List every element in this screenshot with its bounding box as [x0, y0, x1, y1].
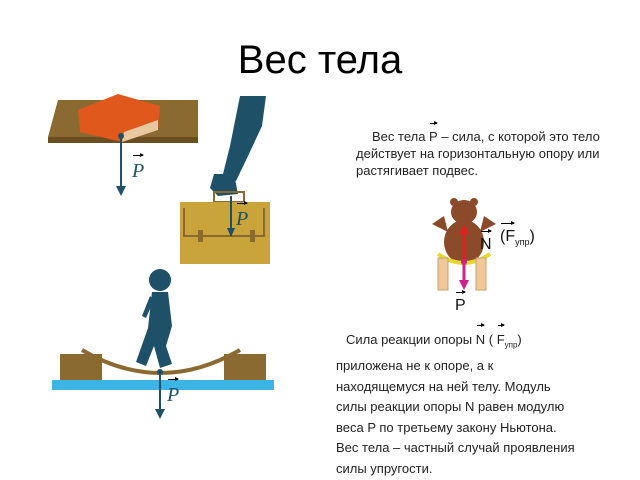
- reaction-line-6: Вес тела – частный случай проявления: [336, 440, 575, 456]
- bridge-weight-label: P: [167, 377, 180, 406]
- reaction-line-7: силы упругости.: [336, 460, 433, 476]
- normal-force-label: N: [480, 229, 492, 253]
- reaction-line-3: находящемуся на ней телу. Модуль: [336, 378, 551, 394]
- bear-illustration: [432, 198, 496, 291]
- reaction-line-2: приложена не к опоре, а к: [336, 358, 494, 374]
- elastic-force-label: (Fупр): [500, 221, 535, 248]
- reaction-force-text: Сила реакции опоры N ( Fупр) приложена н…: [336, 323, 616, 479]
- reaction-line-4: силы реакции опоры N равен модулю: [336, 399, 565, 415]
- bag-arm-illustration: [180, 96, 270, 264]
- bear-weight-label: P: [455, 290, 466, 314]
- bag-weight-label: P: [236, 201, 249, 230]
- book-weight-label: P: [132, 153, 145, 182]
- bridge-illustration: [52, 269, 274, 419]
- weight-definition: Вес тела P – сила, с которой это тело де…: [356, 121, 600, 178]
- book-table-illustration: [48, 94, 198, 196]
- reaction-line-1: Сила реакции опоры N ( Fупр): [346, 323, 522, 350]
- vector-p: P: [429, 121, 438, 144]
- slide-title: Вес тела: [237, 38, 403, 82]
- reaction-line-5: веса P по третьему закону Ньютона.: [336, 419, 557, 435]
